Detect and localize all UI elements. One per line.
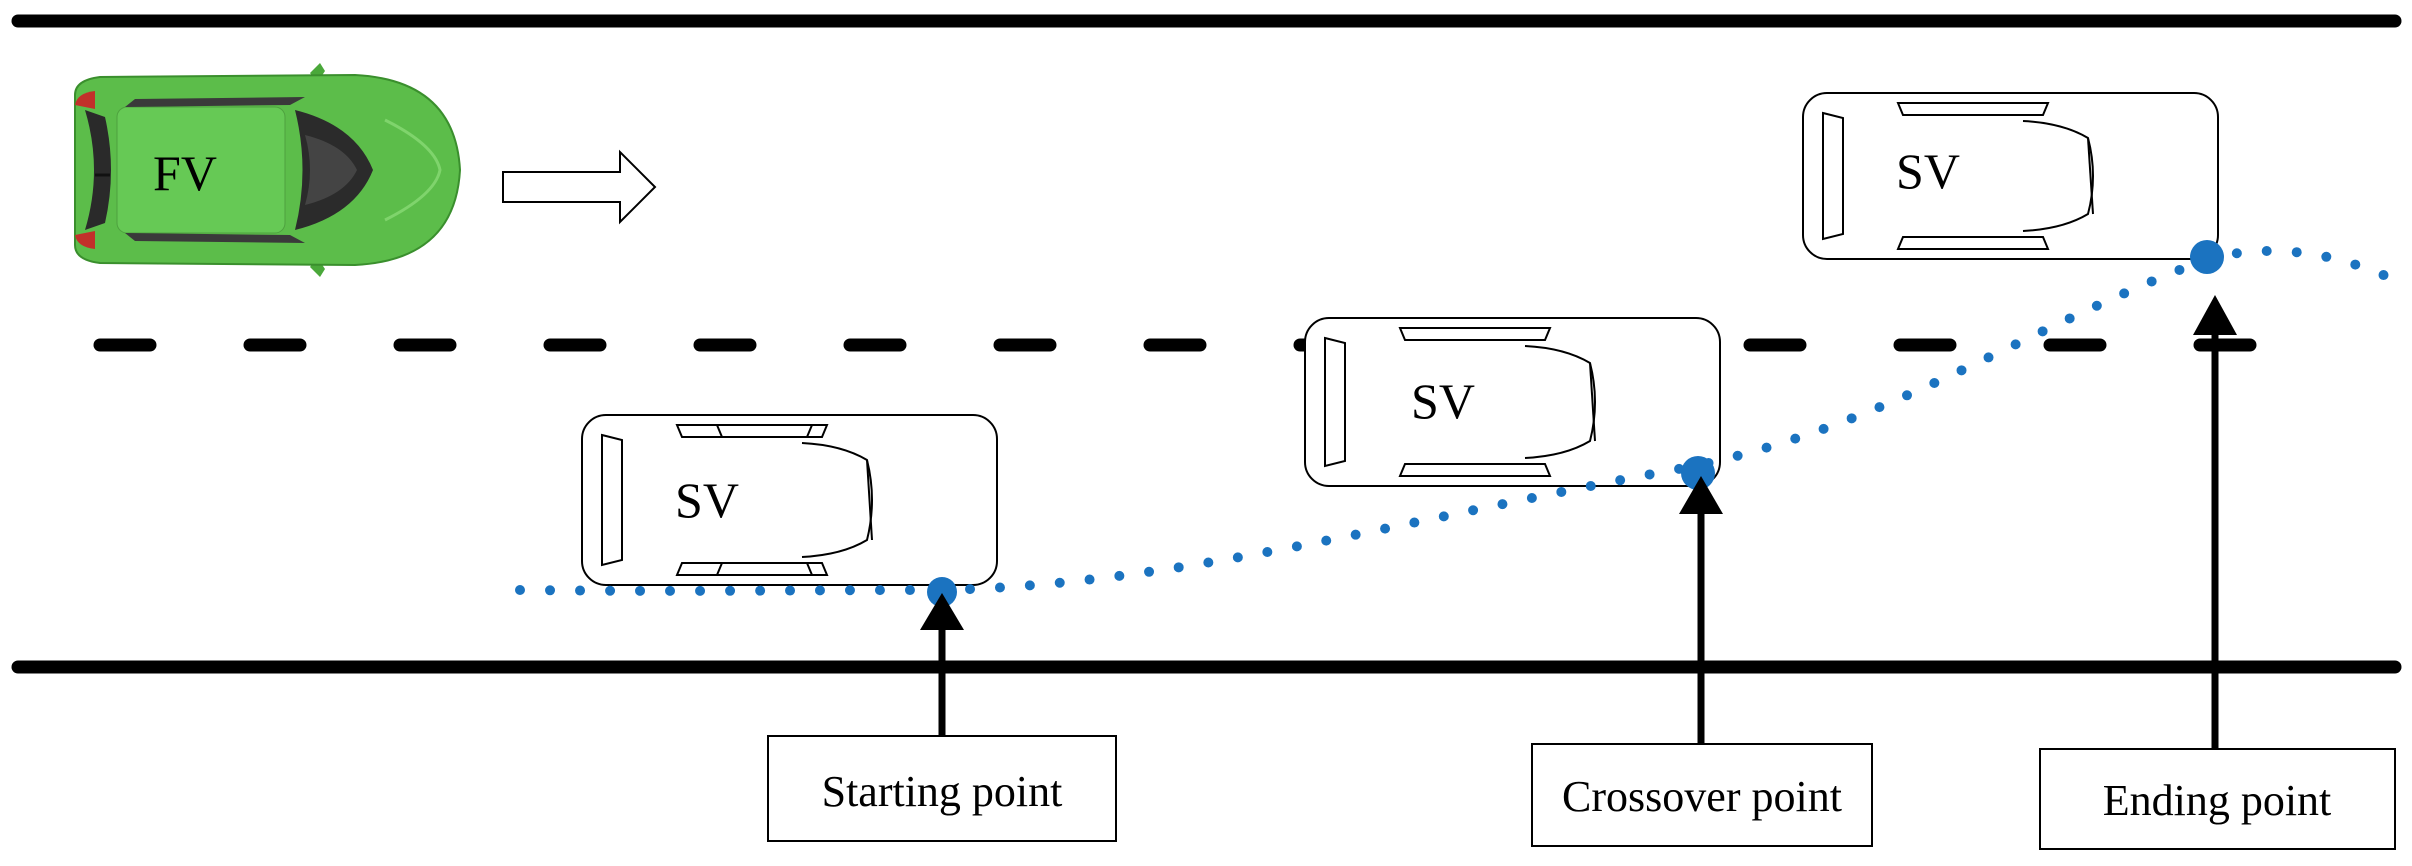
starting-point-label: Starting point: [822, 767, 1063, 816]
crossover-point-marker: [1681, 456, 1715, 490]
surrounding-vehicle-2-label: SV: [1411, 373, 1475, 429]
direction-arrow: [502, 149, 657, 225]
following-vehicle-label: FV: [153, 145, 217, 201]
ending-point-box: Ending point: [2039, 748, 2396, 850]
starting-point-box: Starting point: [767, 735, 1117, 842]
crossover-point-arrow: [1679, 476, 1723, 745]
starting-point-arrow: [920, 593, 964, 735]
ending-point-arrow: [2193, 295, 2237, 748]
ending-point-marker: [2190, 240, 2224, 274]
surrounding-vehicle-2: SV: [1304, 317, 1721, 487]
surrounding-vehicle-1-label: SV: [675, 472, 739, 528]
crossover-point-label: Crossover point: [1562, 772, 1842, 821]
surrounding-vehicle-3-label: SV: [1896, 143, 1960, 199]
starting-point-marker: [927, 577, 957, 607]
ending-point-label: Ending point: [2103, 776, 2332, 825]
surrounding-vehicle-3: SV: [1802, 92, 2219, 260]
surrounding-vehicle-1: SV: [581, 414, 998, 586]
crossover-point-box: Crossover point: [1531, 743, 1873, 847]
following-vehicle: FV: [74, 63, 462, 277]
